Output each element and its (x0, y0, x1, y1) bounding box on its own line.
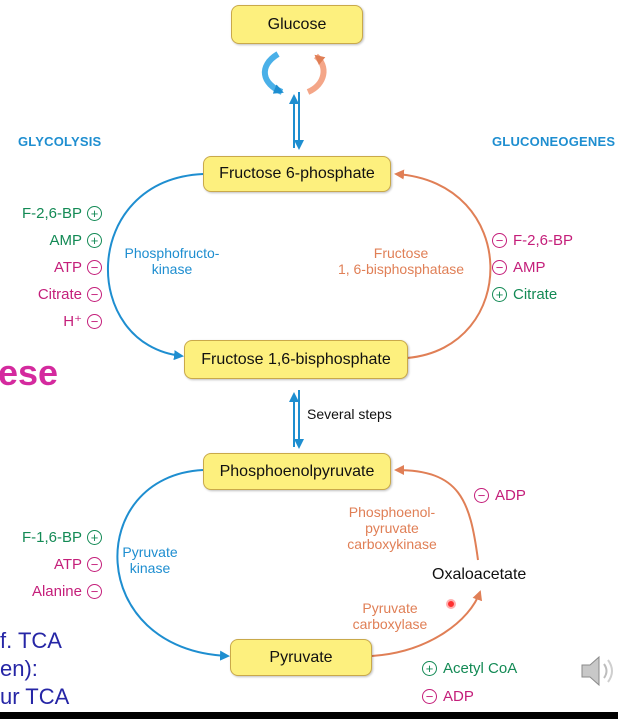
bottom-border (0, 712, 618, 719)
slide-text-fragment: f. TCA (0, 628, 62, 653)
regulator-item: F-1,6-BP + (22, 527, 102, 547)
regulator-item: − F-2,6-BP (492, 230, 573, 250)
enzyme-label-line: Pyruvate (122, 544, 178, 560)
regulator-name: F-1,6-BP (21, 528, 82, 546)
laser-pointer-dot (446, 599, 456, 609)
regulator-item: ATP − (54, 554, 102, 574)
regulator-name: Citrate (513, 285, 558, 303)
slide-text-fragment: en): (0, 656, 38, 681)
regulator-name: F-2,6-BP (21, 204, 82, 222)
speaker-icon[interactable] (578, 652, 618, 690)
regulator-name: ADP (443, 687, 474, 705)
pc-arc (371, 590, 483, 657)
regulator-name: Alanine (31, 582, 82, 600)
pfk-arc (107, 173, 204, 361)
enzyme-label-line: Phosphofructo- (124, 245, 220, 261)
regulator-name: H⁺ (63, 313, 82, 330)
enzyme-label-line: kinase (129, 560, 171, 576)
glucose-box: Glucose (231, 5, 363, 44)
oxaloacetate-label: Oxaloacetate (432, 566, 527, 583)
inhibitor-minus-icon: − (87, 259, 102, 275)
pyruvate-carboxylase-label: Pyruvate carboxylase (340, 600, 440, 632)
inhibitor-minus-icon: − (87, 286, 102, 302)
glucose-cycle-blue-arrow (262, 51, 284, 95)
pk-arc (116, 469, 230, 661)
activator-plus-icon: + (87, 205, 102, 221)
pyruvate-box: Pyruvate (230, 639, 372, 676)
regulator-name: Citrate (37, 285, 82, 303)
pyruvate-kinase-label: Pyruvate kinase (110, 544, 190, 576)
enzyme-label-line: pyruvate (365, 520, 419, 536)
inhibitor-minus-icon: − (492, 259, 507, 275)
fbpase-arc (394, 169, 492, 359)
inhibitor-minus-icon: − (87, 556, 102, 572)
regulator-item: AMP + (49, 230, 102, 250)
regulator-name: F-2,6-BP (513, 231, 574, 249)
regulator-name: AMP (49, 231, 82, 249)
regulator-item: H⁺ − (63, 311, 102, 331)
enzyme-label-line: carboxykinase (347, 536, 437, 552)
activator-plus-icon: + (87, 529, 102, 545)
regulator-item: − AMP (492, 257, 546, 277)
fructose-6-phosphate-box: Fructose 6-phosphate (203, 156, 391, 192)
regulator-name: AMP (513, 258, 546, 276)
enzyme-label-line: Phosphoenol- (348, 504, 436, 520)
inhibitor-minus-icon: − (87, 583, 102, 599)
regulator-name: ATP (53, 258, 82, 276)
regulator-name: Acetyl CoA (443, 659, 518, 677)
regulator-name: ADP (495, 486, 526, 504)
regulator-item: Alanine − (32, 581, 102, 601)
regulator-item: − ADP (422, 686, 474, 706)
pepck-arc (394, 465, 479, 561)
slide-text-fragment: ur TCA (0, 684, 70, 709)
gluconeogenesis-header: GLUCONEOGENES (492, 134, 616, 149)
pepck-label: Phosphoenol- pyruvate carboxykinase (332, 504, 452, 552)
regulator-item: ATP − (54, 257, 102, 277)
enzyme-label-line: carboxylase (352, 616, 428, 632)
glycolysis-header: GLYCOLYSIS (18, 134, 102, 149)
activator-plus-icon: + (492, 286, 507, 302)
regulator-item: − ADP (474, 485, 526, 505)
regulator-item: Citrate − (38, 284, 102, 304)
regulator-item: F-2,6-BP + (22, 203, 102, 223)
inhibitor-minus-icon: − (422, 688, 437, 704)
regulator-name: ATP (53, 555, 82, 573)
fructose-1-6-bisphosphate-box: Fructose 1,6-bisphosphate (184, 340, 408, 379)
slide-title-fragment: ese (0, 352, 59, 393)
glucose-cycle-orange-arrow (306, 53, 327, 95)
regulator-item: + Acetyl CoA (422, 658, 517, 678)
regulator-item: + Citrate (492, 284, 557, 304)
fructose-bisphosphatase-label: Fructose 1, 6-bisphosphatase (326, 245, 476, 277)
enzyme-label-line: Fructose (373, 245, 429, 261)
inhibitor-minus-icon: − (474, 487, 489, 503)
phosphoenolpyruvate-box: Phosphoenolpyruvate (203, 453, 391, 490)
enzyme-label-line: 1, 6-bisphosphatase (337, 261, 465, 277)
activator-plus-icon: + (422, 660, 437, 676)
inhibitor-minus-icon: − (492, 232, 507, 248)
activator-plus-icon: + (87, 232, 102, 248)
phosphofructokinase-label: Phosphofructo- kinase (112, 245, 232, 277)
inhibitor-minus-icon: − (87, 313, 102, 329)
enzyme-label-line: kinase (151, 261, 193, 277)
several-steps-label: Several steps (307, 406, 392, 422)
enzyme-label-line: Pyruvate (362, 600, 418, 616)
